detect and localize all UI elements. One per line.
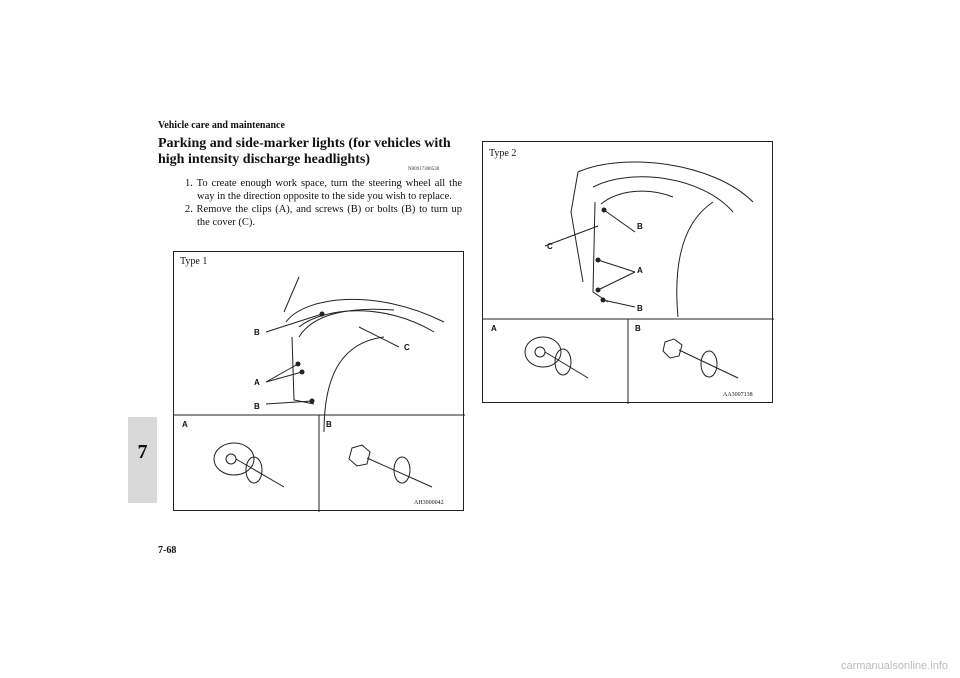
section-header: Vehicle care and maintenance [158, 120, 285, 131]
figure-2-panel-a: A [491, 324, 497, 333]
chapter-tab-number: 7 [137, 441, 148, 463]
article-code: N00917300538 [408, 167, 440, 172]
figure-1-callout-a: A [254, 378, 260, 387]
figure-2-drawing [483, 161, 774, 404]
figure-1-code: AH3000042 [414, 500, 444, 506]
figure-type-1: Type 1 [173, 251, 465, 512]
figure-2-callout-a: A [637, 266, 643, 275]
article-title: Parking and side-marker lights (for vehi… [158, 136, 451, 167]
step-2: 2. Remove the clips (A), and screws (B) … [185, 204, 462, 228]
figure-2-code: AA3007138 [723, 392, 753, 398]
figure-2-callout-b-top: B [637, 222, 643, 231]
figure-2-callout-b-bottom: B [637, 304, 643, 313]
instruction-steps: 1. To create enough work space, turn the… [185, 177, 462, 229]
figure-2-callout-c: C [547, 242, 553, 251]
footer-bar: carmanualsonline.info [0, 660, 960, 678]
figure-type-2: Type 2 [482, 141, 774, 404]
figure-1-panel-a: A [182, 420, 188, 429]
footer-watermark[interactable]: carmanualsonline.info [840, 660, 948, 672]
figure-1-callout-c: C [404, 343, 410, 352]
figure-1-panel-b: B [326, 420, 332, 429]
figure-1-callout-b-bottom: B [254, 402, 260, 411]
page-number: 7-68 [158, 545, 177, 556]
step-1: 1. To create enough work space, turn the… [185, 178, 462, 202]
figure-1-drawing [174, 276, 465, 512]
figure-1-callout-b-top: B [254, 328, 260, 337]
chapter-tab: 7 [128, 417, 157, 503]
figure-2-label: Type 2 [489, 148, 517, 159]
figure-2-panel-b: B [635, 324, 641, 333]
figure-1-label: Type 1 [180, 256, 208, 267]
